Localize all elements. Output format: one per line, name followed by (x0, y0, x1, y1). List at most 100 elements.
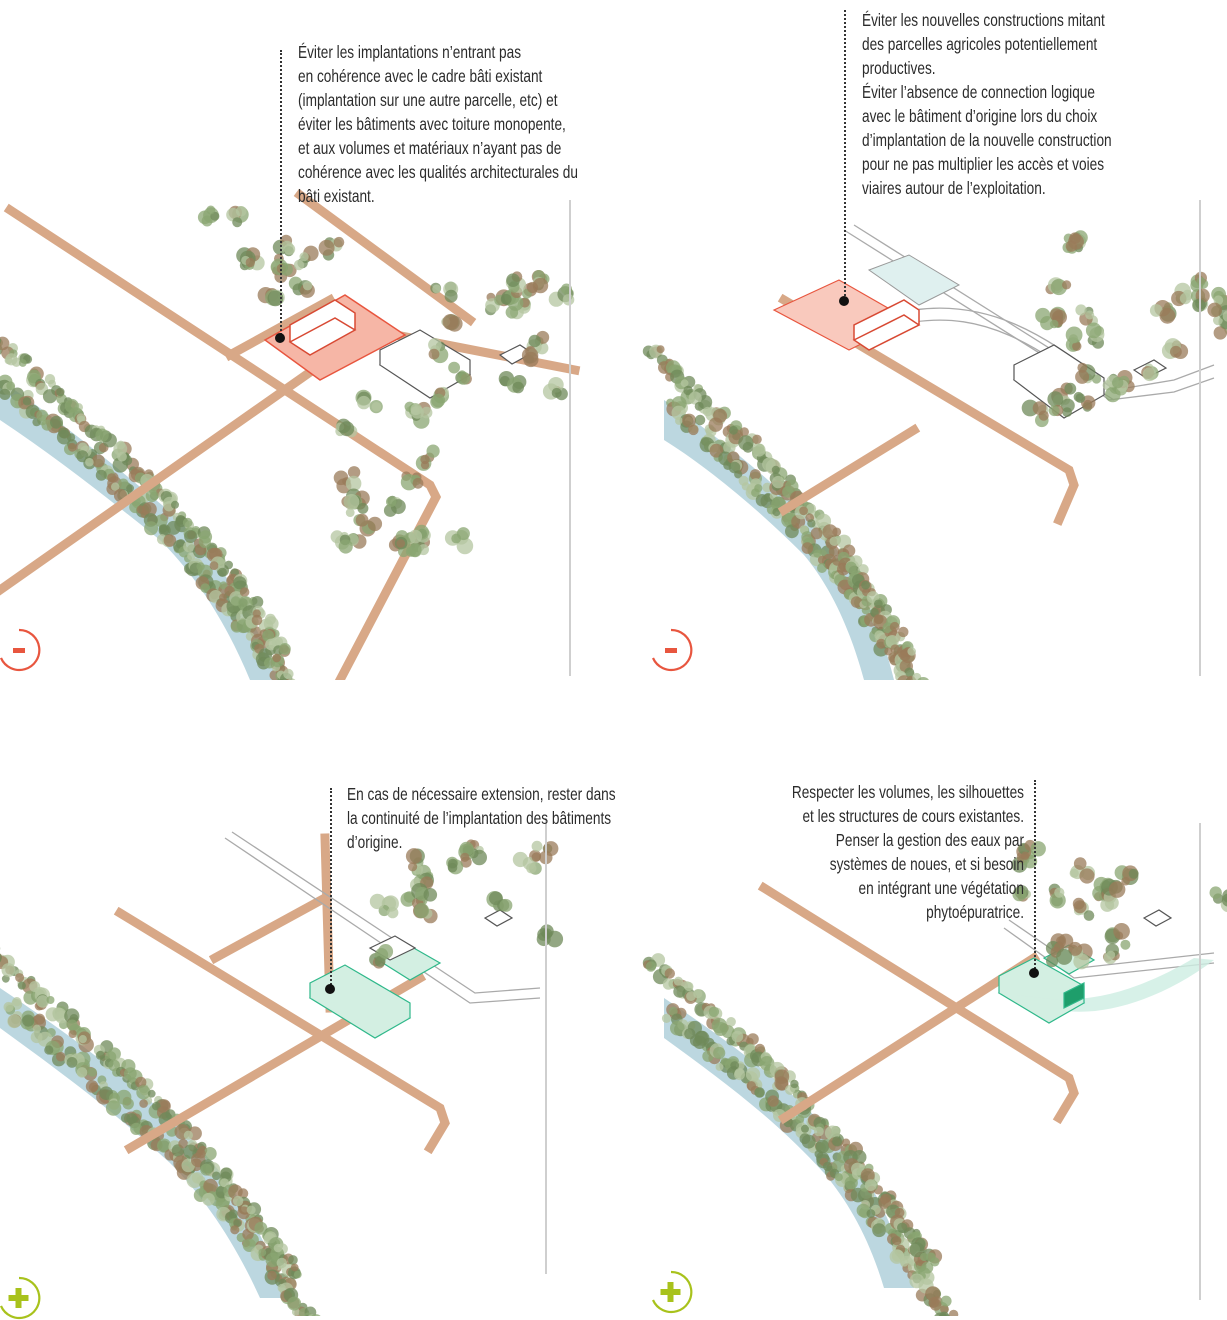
tree-canopy (684, 982, 693, 991)
tree-canopy (267, 1271, 277, 1281)
tree-canopy (356, 514, 369, 527)
tree-canopy (816, 1140, 830, 1154)
tree-canopy (12, 997, 21, 1006)
tree-canopy (1075, 393, 1085, 403)
tree-canopy (892, 1236, 901, 1245)
tree-canopy (709, 1007, 719, 1017)
tree-canopy (44, 1045, 53, 1054)
tree-canopy (665, 968, 675, 978)
tree-canopy (184, 1131, 193, 1140)
tree-canopy (867, 1209, 876, 1218)
tree-canopy (220, 1168, 232, 1180)
river (664, 400, 894, 680)
tree-canopy (1086, 323, 1102, 339)
tree-canopy (772, 466, 780, 474)
tree-canopy (865, 1179, 877, 1191)
tree-canopy (56, 1052, 66, 1062)
tree-canopy (277, 1258, 287, 1268)
tree-canopy (523, 352, 538, 367)
tree-canopy (802, 542, 814, 554)
tree-canopy (1085, 311, 1094, 320)
tree-canopy (339, 539, 353, 553)
tree-canopy (386, 496, 397, 507)
tree-canopy (1075, 304, 1086, 315)
tree-canopy (448, 863, 458, 873)
tree-canopy (92, 454, 105, 467)
tree-canopy (802, 1135, 816, 1149)
tree-canopy (673, 986, 685, 998)
tree-canopy (247, 1206, 256, 1215)
tree-canopy (294, 260, 304, 270)
tree-canopy (229, 1209, 238, 1218)
tree-canopy (752, 435, 762, 445)
tree-canopy (2, 963, 16, 977)
tree-canopy (23, 397, 31, 405)
tree-canopy (1077, 363, 1087, 373)
tree-canopy (65, 399, 79, 413)
tree-canopy (202, 1193, 215, 1206)
tree-canopy (287, 1297, 301, 1311)
tree-canopy (139, 1099, 148, 1108)
tree-canopy (117, 452, 127, 462)
tree-canopy (1207, 303, 1222, 318)
tree-canopy (284, 244, 295, 255)
tree-canopy (19, 359, 27, 367)
tree-canopy (212, 1172, 221, 1181)
callout-leader (330, 788, 332, 988)
tree-canopy (240, 587, 250, 597)
tree-canopy (409, 530, 423, 544)
tree-canopy (1106, 951, 1115, 960)
tree-canopy (224, 561, 233, 570)
tree-canopy (552, 388, 562, 398)
tree-canopy (431, 394, 445, 408)
tree-canopy (368, 517, 382, 531)
tree-canopy (236, 206, 247, 217)
tree-canopy (799, 506, 808, 515)
tree-canopy (4, 1002, 14, 1012)
tree-canopy (1074, 857, 1087, 870)
tree-canopy (921, 1262, 933, 1274)
tree-canopy (814, 1127, 824, 1137)
tree-canopy (1112, 377, 1123, 388)
tree-canopy (1113, 923, 1130, 940)
tree-canopy (1039, 411, 1049, 421)
tree-canopy (657, 345, 665, 353)
tree-canopy (1074, 900, 1087, 913)
caption-bottom-right: Respecter les volumes, les silhouettes e… (681, 780, 1024, 924)
tree-canopy (499, 899, 512, 912)
tree-canopy (183, 518, 193, 528)
tree-canopy (695, 402, 704, 411)
tree-canopy (1084, 910, 1095, 921)
tree-canopy (199, 536, 211, 548)
tree-canopy (448, 362, 460, 374)
tree-canopy (357, 396, 370, 409)
tree-canopy (752, 443, 765, 456)
tree-canopy (79, 1035, 87, 1043)
tree-canopy (506, 273, 520, 287)
tree-canopy (15, 973, 24, 982)
tree-canopy (790, 1080, 798, 1088)
tree-canopy (413, 478, 424, 489)
tree-canopy (1160, 308, 1176, 324)
tree-canopy (411, 406, 420, 415)
tree-canopy (835, 1173, 843, 1181)
tree-canopy (807, 519, 815, 527)
tree-canopy (872, 1223, 886, 1237)
tree-canopy (830, 537, 839, 546)
tree-canopy (457, 527, 470, 540)
tree-canopy (29, 981, 40, 992)
tree-canopy (1079, 868, 1094, 883)
tree-canopy (429, 349, 440, 360)
tree-canopy (357, 503, 368, 514)
tree-canopy (124, 1067, 137, 1080)
tree-canopy (291, 1264, 299, 1272)
tree-canopy (33, 1025, 41, 1033)
tree-canopy (1049, 405, 1060, 416)
tree-canopy (920, 1253, 928, 1261)
tree-canopy (898, 627, 908, 637)
tree-canopy (397, 539, 406, 548)
tree-canopy (372, 402, 382, 412)
tree-canopy (34, 1014, 45, 1025)
tree-canopy (1062, 280, 1071, 289)
tree-canopy (1143, 367, 1157, 381)
